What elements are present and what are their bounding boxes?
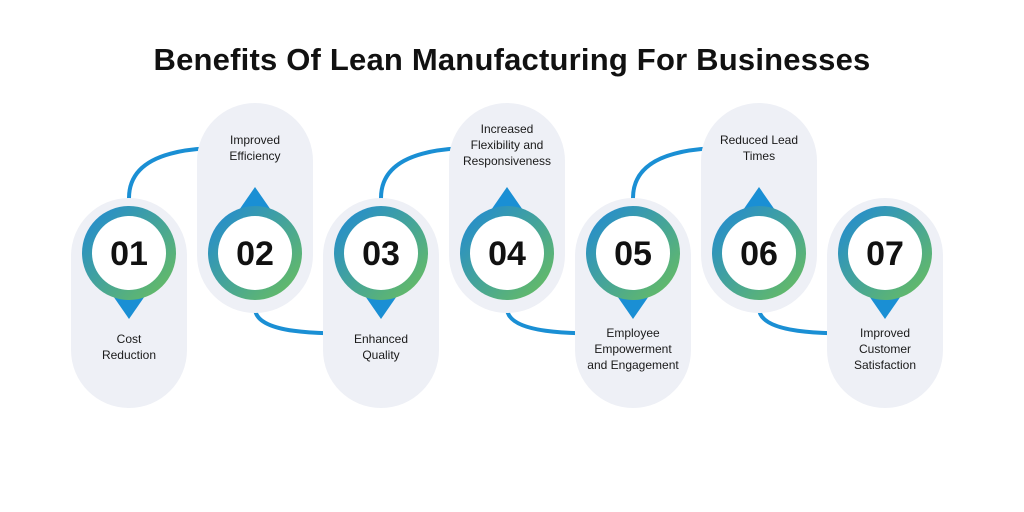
- step-label-line: Cost: [117, 332, 142, 346]
- step-label-line: Efficiency: [229, 149, 280, 163]
- step-label-line: Flexibility and: [471, 138, 544, 152]
- step-label-line: Employee: [606, 326, 660, 340]
- step-label-line: Satisfaction: [854, 358, 916, 372]
- step-number: 01: [110, 235, 148, 273]
- step-pills: 01CostReduction02ImprovedEfficiency03Enh…: [71, 103, 943, 408]
- step-label-line: Empowerment: [594, 342, 672, 356]
- step-number: 07: [866, 235, 904, 273]
- pointer-arrow: [489, 187, 525, 213]
- number-badge: [470, 216, 544, 290]
- page-title: Benefits Of Lean Manufacturing For Busin…: [153, 42, 871, 77]
- pointer-arrow: [111, 293, 147, 319]
- step-label-line: Responsiveness: [463, 154, 551, 168]
- number-badge: [218, 216, 292, 290]
- pointer-arrow: [867, 293, 903, 319]
- number-badge: [596, 216, 670, 290]
- pointer-arrow: [741, 187, 777, 213]
- number-badge: [344, 216, 418, 290]
- step-number: 05: [614, 235, 652, 273]
- step-label-line: Increased: [481, 122, 534, 136]
- pointer-arrow: [363, 293, 399, 319]
- step-number: 03: [362, 235, 400, 273]
- step-label-line: Reduced Lead: [720, 133, 798, 147]
- step-label-line: Improved: [230, 133, 280, 147]
- number-badge: [722, 216, 796, 290]
- step-label-line: Customer: [859, 342, 911, 356]
- number-badge: [92, 216, 166, 290]
- pointer-arrow: [615, 293, 651, 319]
- step-label-line: and Engagement: [587, 358, 679, 372]
- pointer-arrow: [237, 187, 273, 213]
- step-number: 06: [740, 235, 778, 273]
- step-label-line: Improved: [860, 326, 910, 340]
- step-label-line: Times: [743, 149, 775, 163]
- step-label-line: Enhanced: [354, 332, 408, 346]
- step-label-line: Quality: [362, 348, 399, 362]
- step-label-line: Reduction: [102, 348, 156, 362]
- number-badge: [848, 216, 922, 290]
- step-number: 04: [488, 235, 526, 273]
- step-number: 02: [236, 235, 274, 273]
